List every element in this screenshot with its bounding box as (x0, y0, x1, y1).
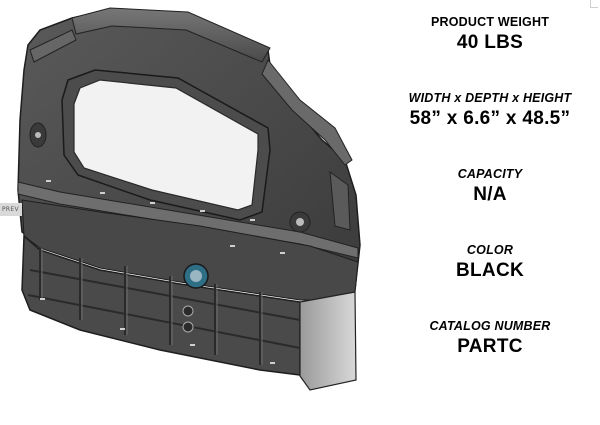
spec-value: BLACK (456, 260, 524, 281)
spec-list: PRODUCT WEIGHT 40 LBS WIDTH x DEPTH x HE… (400, 0, 580, 425)
spec-label: WIDTH x DEPTH x HEIGHT (408, 91, 572, 105)
spec-value: 58” x 6.6” x 48.5” (409, 108, 571, 129)
spec-color: COLOR BLACK (400, 243, 580, 282)
spec-label: PRODUCT WEIGHT (430, 15, 550, 29)
partition-panel-image (17, 7, 361, 391)
spec-label: CATALOG NUMBER (429, 319, 551, 333)
prev-button[interactable]: PREV (0, 203, 22, 216)
corner-mark (590, 0, 598, 8)
spec-dimensions: WIDTH x DEPTH x HEIGHT 58” x 6.6” x 48.5… (400, 91, 580, 130)
spec-label: COLOR (466, 243, 514, 257)
spec-capacity: CAPACITY N/A (400, 167, 580, 206)
spec-value: 40 LBS (456, 32, 524, 53)
spec-product-weight: PRODUCT WEIGHT 40 LBS (400, 15, 580, 54)
spec-value: N/A (473, 184, 507, 205)
spec-catalog-number: CATALOG NUMBER PARTC (400, 319, 580, 358)
spec-value: PARTC (457, 336, 523, 357)
spec-label: CAPACITY (457, 167, 523, 181)
